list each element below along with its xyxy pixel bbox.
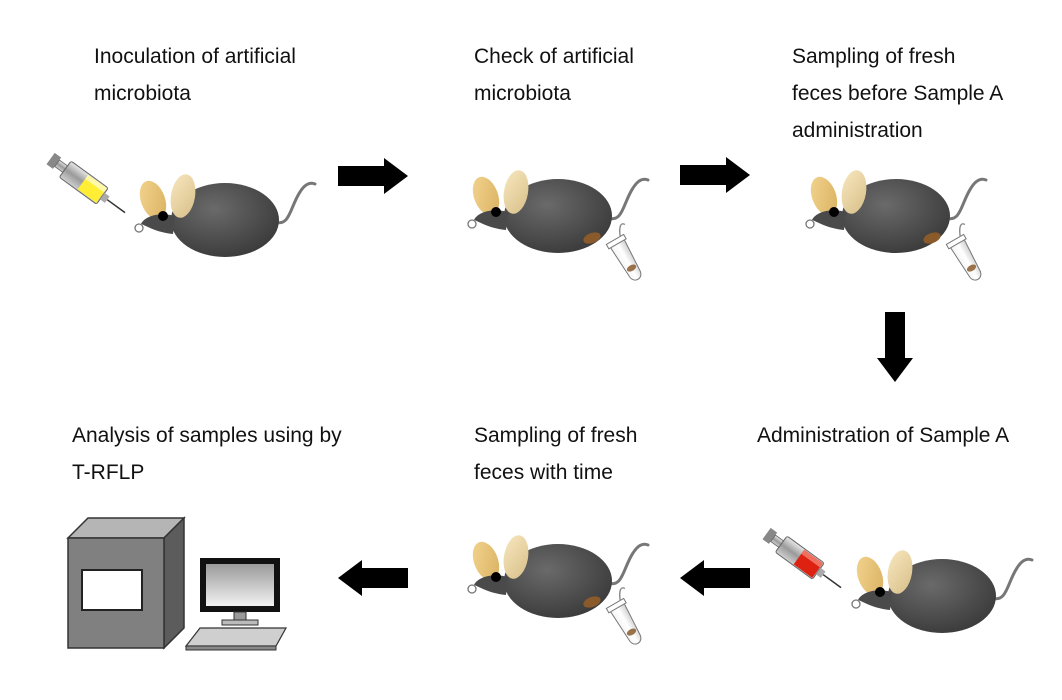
step-label-sampling-before: Sampling of fresh feces before Sample A …	[792, 45, 1004, 142]
syringe-icon	[46, 152, 126, 214]
arrow-icon	[877, 312, 913, 382]
arrow-icon	[680, 560, 750, 596]
arrow-icon	[338, 158, 408, 194]
arrow-icon	[338, 560, 408, 596]
instrument-icon	[66, 516, 186, 650]
sample-tube-icon	[581, 586, 653, 650]
step-label-administration: Administration of Sample A	[757, 424, 1010, 447]
mouse-icon	[850, 546, 1034, 635]
step-label-analysis: Analysis of samples using by T-RFLP	[72, 424, 342, 484]
step-label-sampling-time: Sampling of fresh feces with time	[474, 424, 638, 484]
sample-tube-icon	[581, 222, 653, 286]
step-label-inoculation: Inoculation of artificial microbiota	[94, 45, 296, 105]
sample-tube-icon	[921, 222, 993, 286]
syringe-icon	[762, 527, 842, 589]
step-label-check: Check of artificial microbiota	[474, 45, 634, 105]
computer-icon	[184, 558, 288, 651]
mouse-icon	[133, 170, 317, 259]
arrow-icon	[680, 157, 750, 193]
